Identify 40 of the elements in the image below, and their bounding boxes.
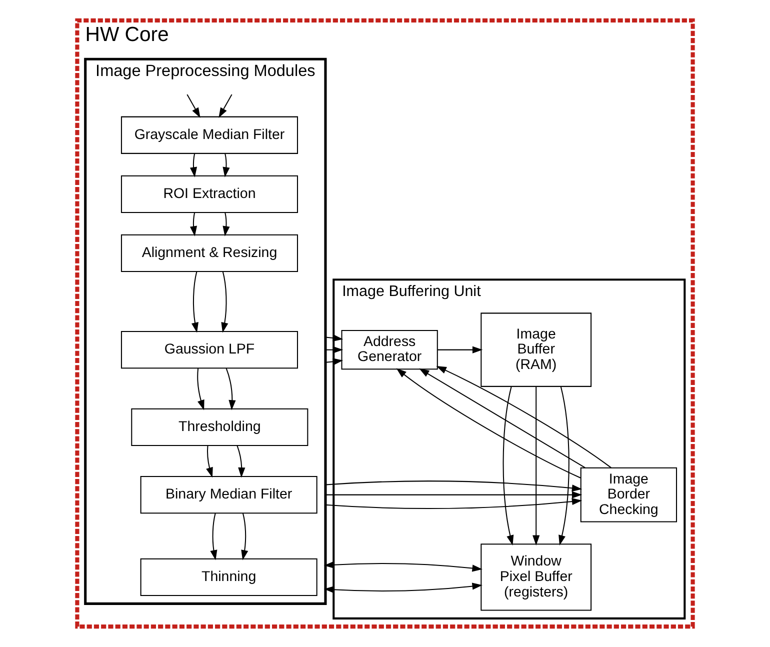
node-box: Grayscale Median Filter (120, 116, 298, 154)
arrow (502, 386, 514, 546)
arrow (222, 153, 230, 178)
arrow (325, 346, 344, 354)
node-box: Gaussion LPF (120, 330, 298, 369)
arrow (396, 368, 581, 478)
arrow (325, 498, 582, 510)
arrow (241, 513, 248, 560)
arrow (325, 358, 344, 366)
arrow (190, 212, 198, 236)
arrow (438, 346, 483, 354)
node-box: Binary Median Filter (140, 476, 318, 514)
node-box: Thinning (140, 558, 318, 596)
arrow (191, 271, 198, 333)
arrow (190, 153, 198, 178)
arrow (236, 446, 246, 478)
node-box: Address Generator (341, 330, 438, 370)
arrow (206, 446, 213, 478)
arrow (324, 582, 482, 594)
arrow (221, 271, 228, 333)
arrow (325, 480, 582, 492)
node-box: Image Buffer (RAM) (480, 312, 592, 387)
arrow (218, 94, 232, 118)
arrow (324, 561, 482, 572)
arrow (419, 368, 586, 468)
arrow (436, 366, 612, 468)
node-box: Window Pixel Buffer (registers) (480, 544, 592, 611)
arrow (558, 386, 570, 546)
arrow (186, 94, 200, 118)
arrow (532, 386, 540, 546)
node-box: Alignment & Resizing (120, 234, 298, 272)
arrow (197, 368, 204, 410)
arrow (210, 513, 218, 560)
node-box: Thresholding (131, 408, 308, 446)
arrow (325, 491, 582, 498)
node-box: ROI Extraction (120, 175, 298, 213)
arrow (222, 212, 230, 236)
node-box: Image Border Checking (580, 467, 678, 522)
arrow (226, 368, 236, 410)
arrow (325, 334, 344, 342)
